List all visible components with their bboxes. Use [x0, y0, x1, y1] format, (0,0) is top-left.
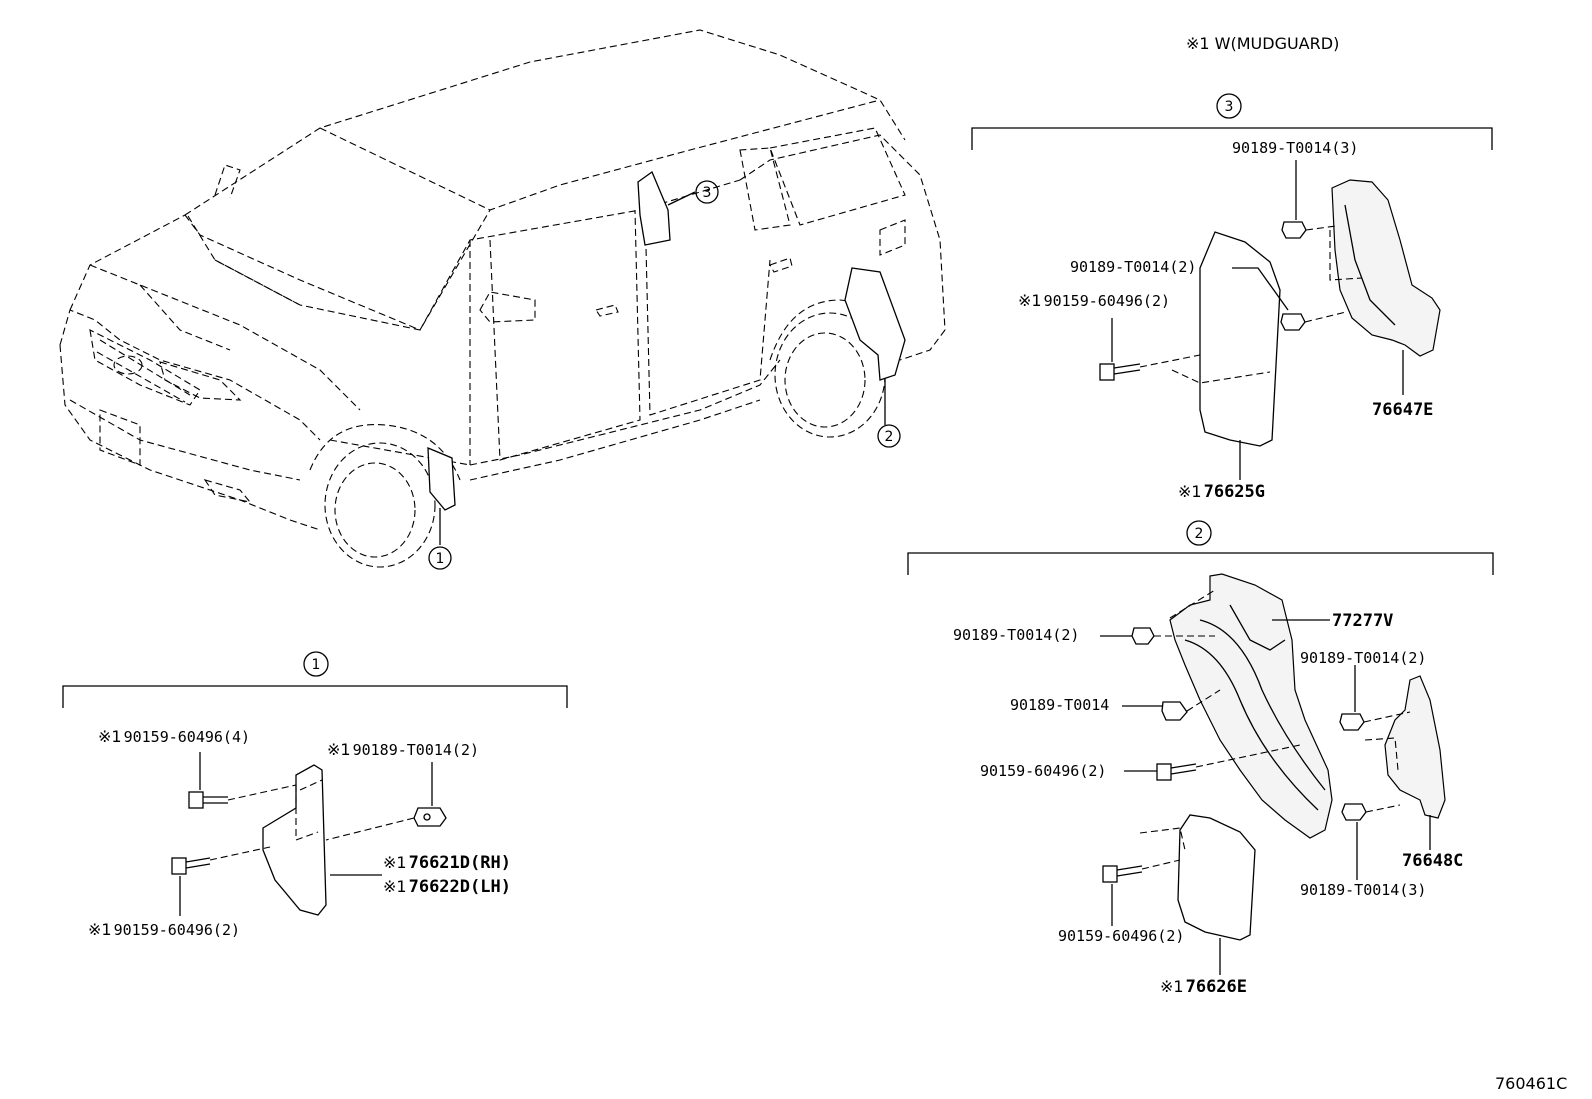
- callout-1: 1: [428, 546, 452, 570]
- label-g3-clip-top: 90189-T0014(3): [1232, 139, 1358, 157]
- clip-90189-icon: [413, 807, 447, 827]
- vehicle-mudguard-marks: [427, 170, 906, 545]
- label-g2-clip-a: 90189-T0014(2): [953, 626, 1079, 644]
- label-g2-clip-c: 90189-T0014(2): [1300, 649, 1426, 667]
- label-g2-bolt-b: 90159-60496(2): [1058, 927, 1184, 945]
- label-76647e: 76647E: [1372, 400, 1433, 420]
- label-g3-clip-mid: 90189-T0014(2): [1070, 258, 1196, 276]
- group-2: 2: [907, 520, 1494, 997]
- label-g2-bolt-a: 90159-60496(2): [980, 762, 1106, 780]
- label-76648c: 76648C: [1402, 851, 1463, 871]
- group-2-marker: 2: [1195, 526, 1204, 542]
- svg-text:3: 3: [703, 185, 712, 201]
- clip-mid-icon: [1280, 313, 1306, 331]
- svg-text:2: 2: [885, 429, 894, 445]
- shield-76647e: [1331, 179, 1441, 357]
- clip-d-icon: [1341, 803, 1367, 821]
- splash-76648c: [1384, 675, 1446, 819]
- label-g2-clip-d: 90189-T0014(3): [1300, 881, 1426, 899]
- mudflap-76626e: [1177, 814, 1256, 941]
- bolt-90159-g3-icon: [1099, 363, 1141, 381]
- bolt-a-icon: [1156, 763, 1197, 781]
- mudguard-note: ※1 W(MUDGUARD): [1186, 34, 1339, 53]
- mudflap-76625g: [1199, 231, 1281, 447]
- clip-a-icon: [1131, 627, 1155, 645]
- label-g2-clip-b: 90189-T0014: [1010, 696, 1109, 714]
- vehicle-outline: [59, 29, 946, 568]
- clip-top-icon: [1281, 221, 1307, 239]
- figure-code: 760461C: [1495, 1074, 1567, 1093]
- group-3: 3 90189-T0014(3) 90189-T0014(2): [971, 93, 1493, 502]
- bolt-90159-top-icon: [188, 791, 228, 809]
- group-3-marker: 3: [1225, 99, 1234, 115]
- svg-text:1: 1: [436, 551, 445, 567]
- liner-77277v: [1169, 573, 1333, 839]
- bolt-90159-bottom-icon: [171, 857, 211, 875]
- callout-3: 3: [695, 180, 719, 204]
- clip-b-icon: [1161, 701, 1188, 721]
- label-77277v: 77277V: [1332, 611, 1393, 631]
- group-1-marker: 1: [312, 657, 321, 673]
- mudflap-76621d: [262, 764, 327, 916]
- clip-c-icon: [1339, 713, 1365, 731]
- callout-2: 2: [877, 424, 901, 448]
- bolt-b-icon: [1102, 865, 1143, 883]
